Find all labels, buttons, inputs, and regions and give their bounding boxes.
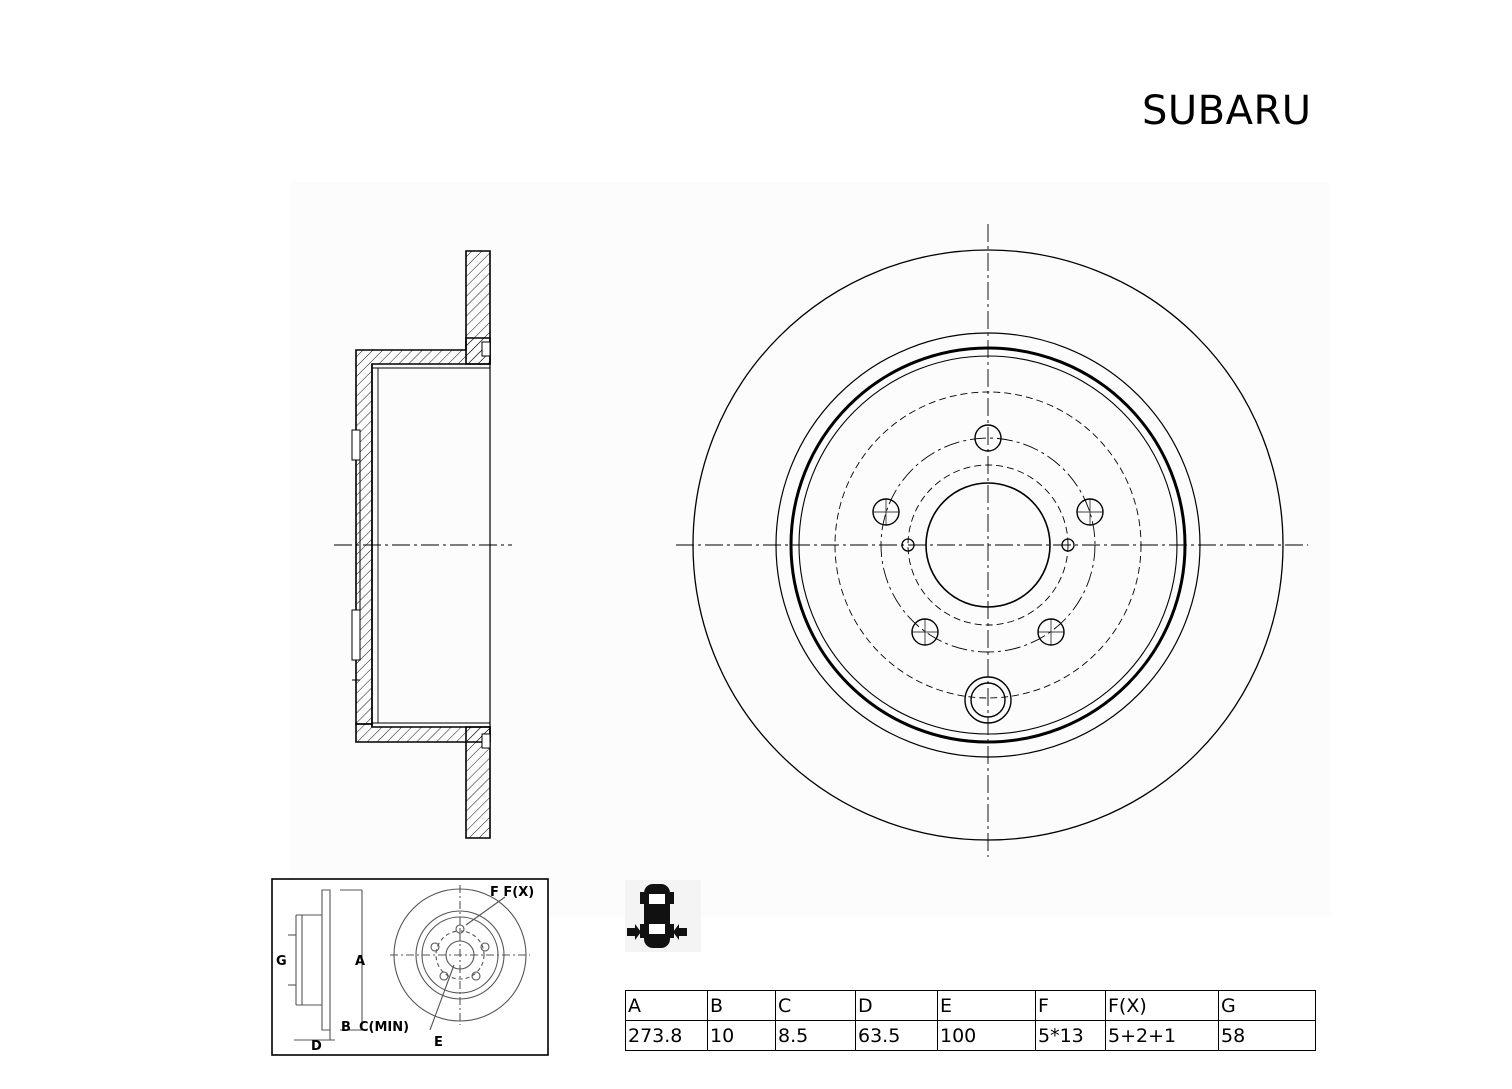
value-g: 58 [1218, 1020, 1316, 1051]
header-a: A [625, 990, 708, 1021]
header-d: D [855, 990, 938, 1021]
front-view [676, 224, 1308, 857]
side-section-view [334, 250, 512, 839]
hub-hole-cut-1 [351, 429, 361, 461]
dimension-table: A B C D E F F(X) G 273.8 10 8.5 63.5 100… [625, 990, 1316, 1051]
drawing-background [290, 182, 1330, 917]
header-f: F [1035, 990, 1106, 1021]
header-c: C [775, 990, 856, 1021]
value-d: 63.5 [855, 1020, 938, 1051]
header-fx: F(X) [1105, 990, 1219, 1021]
table-header-row: A B C D E F F(X) G [625, 990, 1316, 1021]
brand-title: SUBARU [1142, 88, 1312, 134]
lower-friction-ring [465, 726, 491, 839]
legend-label-c-min: C(MIN) [359, 1020, 409, 1035]
legend-label-e: E [434, 1035, 443, 1050]
value-f: 5*13 [1035, 1020, 1106, 1051]
value-b: 10 [707, 1020, 776, 1051]
header-g: G [1218, 990, 1316, 1021]
table-value-row: 273.8 10 8.5 63.5 100 5*13 5+2+1 58 [625, 1020, 1316, 1051]
hub-hole-cut-2 [351, 609, 361, 661]
value-fx: 5+2+1 [1105, 1020, 1219, 1051]
header-b: B [707, 990, 776, 1021]
legend-label-b: B [341, 1020, 351, 1035]
legend-label-g: G [276, 954, 287, 969]
legend-label-f-fx: F F(X) [490, 885, 534, 900]
legend-label-d: D [311, 1039, 322, 1054]
legend-label-a: A [355, 954, 365, 969]
value-e: 100 [937, 1020, 1036, 1051]
header-e: E [937, 990, 1036, 1021]
dimension-legend: G A D B C(MIN) E F F(X) [271, 878, 549, 1056]
legend-frame [271, 878, 549, 1056]
value-a: 273.8 [625, 1020, 708, 1051]
rear-axle-car-icon [625, 880, 701, 952]
value-c: 8.5 [775, 1020, 856, 1051]
